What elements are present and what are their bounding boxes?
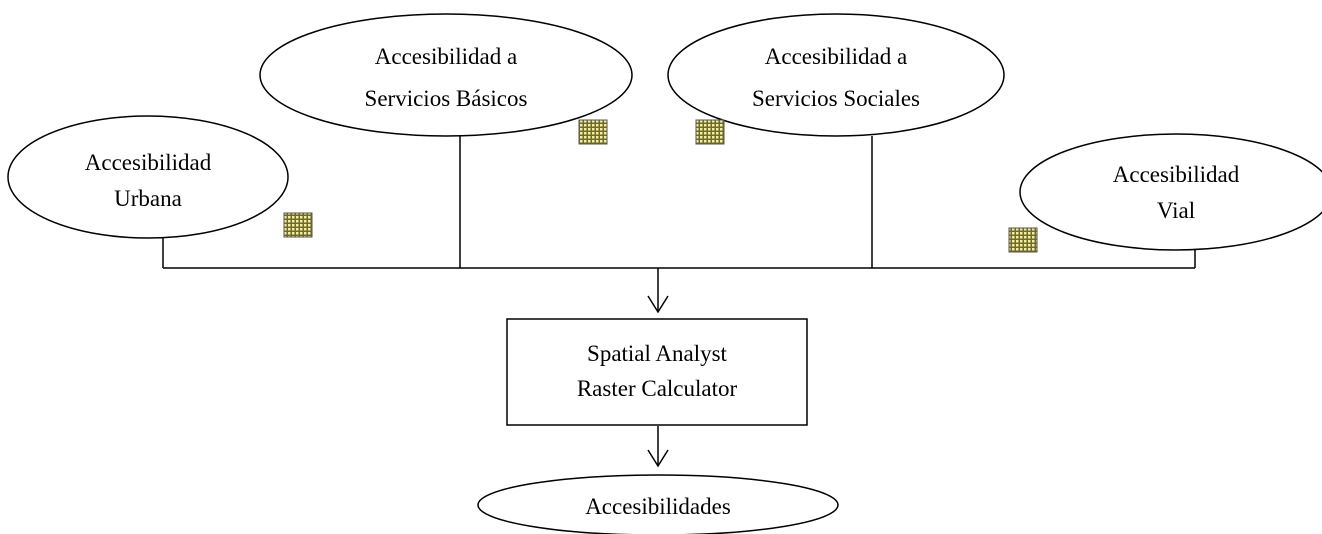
arrow-to-process-head [647,295,669,314]
output-line1: Accesibilidades [585,494,731,519]
node-basicos-line2: Servicios Básicos [365,86,528,111]
node-vial-line1: Accesibilidad [1113,162,1240,187]
node-vial-line2: Vial [1157,198,1195,223]
process-line1: Spatial Analyst [587,341,728,366]
node-accesibilidad-urbana: Accesibilidad Urbana [7,115,289,239]
raster-grid-icon [283,212,313,238]
raster-grid-icon [1008,227,1038,253]
arrow-to-output-head [647,449,669,468]
node-basicos-line1: Accesibilidad a [375,44,517,69]
node-accesibilidad-servicios-sociales: Accesibilidad a Servicios Sociales [667,13,1005,137]
node-accesibilidad-servicios-basicos: Accesibilidad a Servicios Básicos [259,13,633,137]
node-urbana-line1: Accesibilidad [85,150,212,175]
process-line2: Raster Calculator [577,376,738,401]
node-accesibilidad-vial: Accesibilidad Vial [1019,133,1322,251]
raster-grid-icon [695,119,725,145]
node-spatial-analyst: Spatial Analyst Raster Calculator [506,318,808,426]
node-urbana-line2: Urbana [114,186,182,211]
raster-grid-icon [578,119,608,145]
node-accesibilidades: Accesibilidades [477,474,839,534]
node-sociales-line1: Accesibilidad a [765,44,907,69]
node-sociales-line2: Servicios Sociales [752,86,920,111]
